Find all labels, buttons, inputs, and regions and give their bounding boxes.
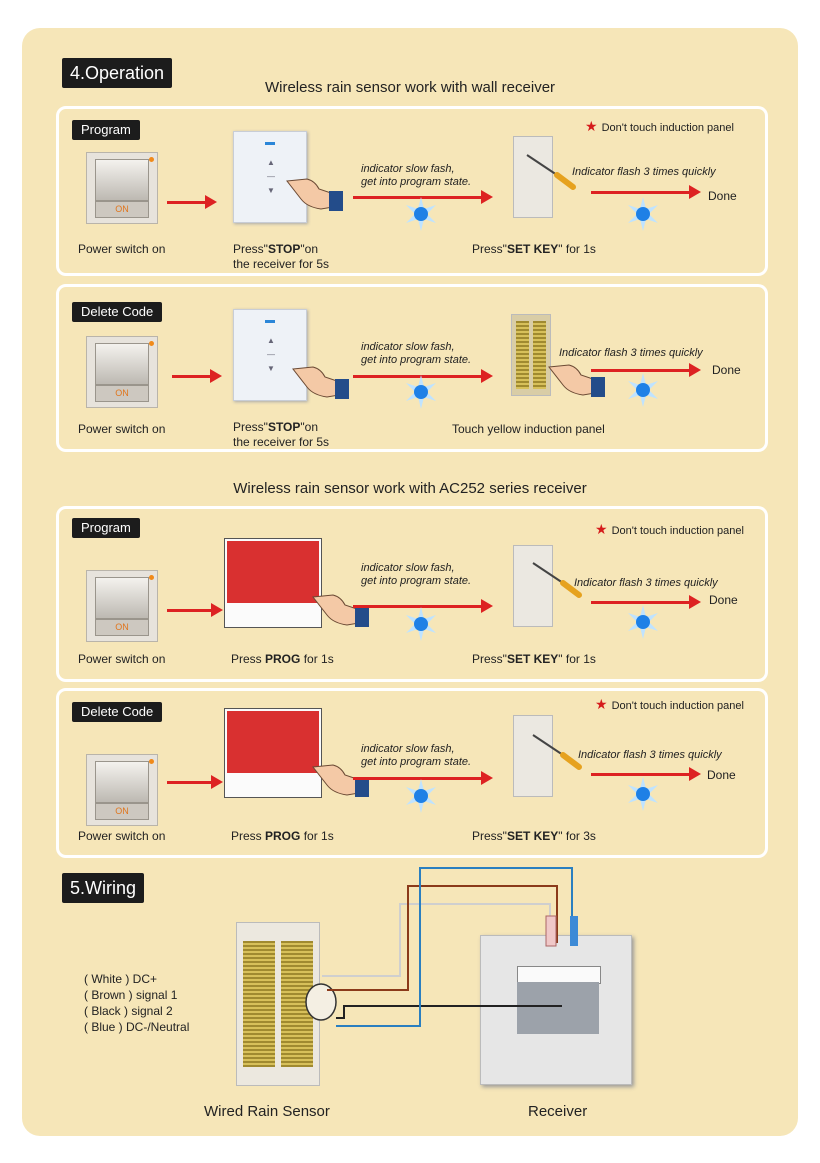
program-tag: Program bbox=[72, 518, 140, 538]
receiver-caption: Receiver bbox=[528, 1103, 588, 1120]
power-switch-label: Power switch on bbox=[78, 242, 166, 256]
indicator-flash-text: Indicator flash 3 times quickly bbox=[578, 749, 722, 761]
pointing-hand-icon bbox=[548, 364, 605, 397]
dont-touch-warning: ★Don't touch induction panel bbox=[585, 118, 734, 134]
dont-touch-warning: ★Don't touch induction panel bbox=[595, 696, 744, 712]
indicator-flash-text: Indicator flash 3 times quickly bbox=[559, 347, 703, 359]
screwdriver-icon bbox=[532, 734, 582, 770]
ac252-receiver-heading: Wireless rain sensor work with AC252 ser… bbox=[233, 480, 587, 497]
indicator-slow-text: indicator slow fash,get into program sta… bbox=[361, 341, 472, 366]
wall-program-panel: Program ★Don't touch induction panel ON … bbox=[56, 106, 768, 276]
indicator-flash-text: Indicator flash 3 times quickly bbox=[574, 577, 718, 589]
ac252-control-board bbox=[224, 708, 322, 798]
star-icon: ★ bbox=[595, 521, 608, 537]
pointing-hand-icon bbox=[312, 594, 369, 627]
arrow bbox=[167, 775, 223, 789]
done-label: Done bbox=[707, 768, 736, 782]
flash-indicator-icon bbox=[406, 607, 436, 641]
arrow bbox=[353, 369, 493, 383]
rain-sensor bbox=[513, 715, 553, 797]
power-switch: ON bbox=[86, 570, 158, 642]
arrow bbox=[167, 603, 223, 617]
set-key-label: Press"SET KEY" for 1s bbox=[472, 242, 596, 256]
arrow bbox=[167, 195, 217, 209]
power-switch: ON bbox=[86, 336, 158, 408]
ac252-program-panel: Program ★Don't touch induction panel ON … bbox=[56, 506, 768, 682]
press-stop-label-line2: the receiver for 5s bbox=[233, 257, 330, 271]
star-icon: ★ bbox=[595, 696, 608, 712]
ac252-control-board bbox=[224, 538, 322, 628]
delete-code-tag: Delete Code bbox=[72, 702, 163, 722]
wall-receiver: ▲—▼ bbox=[233, 131, 307, 223]
arrow bbox=[353, 190, 493, 204]
flash-indicator-icon bbox=[628, 777, 658, 811]
indicator-slow-text: indicator slow fash,get into program sta… bbox=[361, 163, 472, 188]
operation-section-title: 4.Operation bbox=[62, 58, 173, 88]
press-stop-label: Press"STOP"on bbox=[233, 242, 319, 256]
screwdriver-icon bbox=[526, 154, 576, 190]
receiver-unit bbox=[480, 935, 632, 1085]
arrow bbox=[353, 771, 493, 785]
wiring-lines bbox=[322, 867, 578, 1027]
rain-sensor bbox=[513, 545, 553, 627]
legend-white: ( White ) DC+ bbox=[84, 972, 158, 986]
pointing-hand-icon bbox=[292, 366, 349, 399]
legend-black: ( Black ) signal 2 bbox=[84, 1004, 173, 1018]
flash-indicator-icon bbox=[628, 373, 658, 407]
cable-gland-icon bbox=[305, 983, 337, 1021]
rain-sensor bbox=[513, 136, 553, 218]
wall-delete-panel: Delete Code ON Power switch on ▲—▼ Press… bbox=[56, 284, 768, 452]
ac252-delete-panel: Delete Code ★Don't touch induction panel… bbox=[56, 688, 768, 858]
pointing-hand-icon bbox=[312, 764, 369, 797]
legend-blue: ( Blue ) DC-/Neutral bbox=[84, 1020, 190, 1034]
arrow bbox=[591, 595, 701, 609]
delete-code-tag: Delete Code bbox=[72, 302, 163, 322]
power-switch: ON bbox=[86, 152, 158, 224]
press-stop-label-line2: the receiver for 5s bbox=[233, 435, 330, 449]
arrow bbox=[591, 363, 701, 377]
receiver-label-plate bbox=[517, 982, 599, 1034]
wall-receiver: ▲—▼ bbox=[233, 309, 307, 401]
power-switch-label: Power switch on bbox=[78, 829, 166, 843]
page-background: 4.Operation Wireless rain sensor work wi… bbox=[22, 28, 798, 1136]
program-tag: Program bbox=[72, 120, 140, 140]
power-switch-label: Power switch on bbox=[78, 422, 166, 436]
press-prog-label: Press PROG for 1s bbox=[231, 652, 334, 666]
press-stop-label: Press"STOP"on bbox=[233, 420, 319, 434]
power-switch-label: Power switch on bbox=[78, 652, 166, 666]
arrow bbox=[591, 767, 701, 781]
flash-indicator-icon bbox=[628, 197, 658, 231]
wall-receiver-heading: Wireless rain sensor work with wall rece… bbox=[264, 79, 556, 96]
arrow bbox=[172, 369, 222, 383]
indicator-slow-text: indicator slow fash,get into program sta… bbox=[361, 743, 472, 768]
star-icon: ★ bbox=[585, 118, 598, 134]
flash-indicator-icon bbox=[628, 605, 658, 639]
pointing-hand-icon bbox=[286, 178, 343, 211]
done-label: Done bbox=[709, 593, 738, 607]
indicator-slow-text: indicator slow fash,get into program sta… bbox=[361, 562, 472, 587]
flash-indicator-icon bbox=[406, 375, 436, 409]
legend-brown: ( Brown ) signal 1 bbox=[84, 988, 178, 1002]
dont-touch-warning: ★Don't touch induction panel bbox=[595, 521, 744, 537]
wire-legend: ( White ) DC+ ( Brown ) signal 1 ( Black… bbox=[84, 971, 189, 1035]
flash-indicator-icon bbox=[406, 779, 436, 813]
touch-yellow-label: Touch yellow induction panel bbox=[452, 422, 605, 436]
press-prog-label: Press PROG for 1s bbox=[231, 829, 334, 843]
indicator-flash-text: Indicator flash 3 times quickly bbox=[572, 166, 716, 178]
screwdriver-icon bbox=[532, 562, 582, 598]
flash-indicator-icon bbox=[406, 197, 436, 231]
done-label: Done bbox=[708, 189, 737, 203]
set-key-label: Press"SET KEY" for 1s bbox=[472, 652, 596, 666]
wiring-section-title: 5.Wiring bbox=[62, 873, 145, 903]
arrow bbox=[591, 185, 701, 199]
set-key-label: Press"SET KEY" for 3s bbox=[472, 829, 596, 843]
done-label: Done bbox=[712, 363, 741, 377]
arrow bbox=[353, 599, 493, 613]
wired-rain-sensor-caption: Wired Rain Sensor bbox=[204, 1103, 330, 1120]
power-switch: ON bbox=[86, 754, 158, 826]
yellow-induction-panel bbox=[511, 314, 551, 396]
